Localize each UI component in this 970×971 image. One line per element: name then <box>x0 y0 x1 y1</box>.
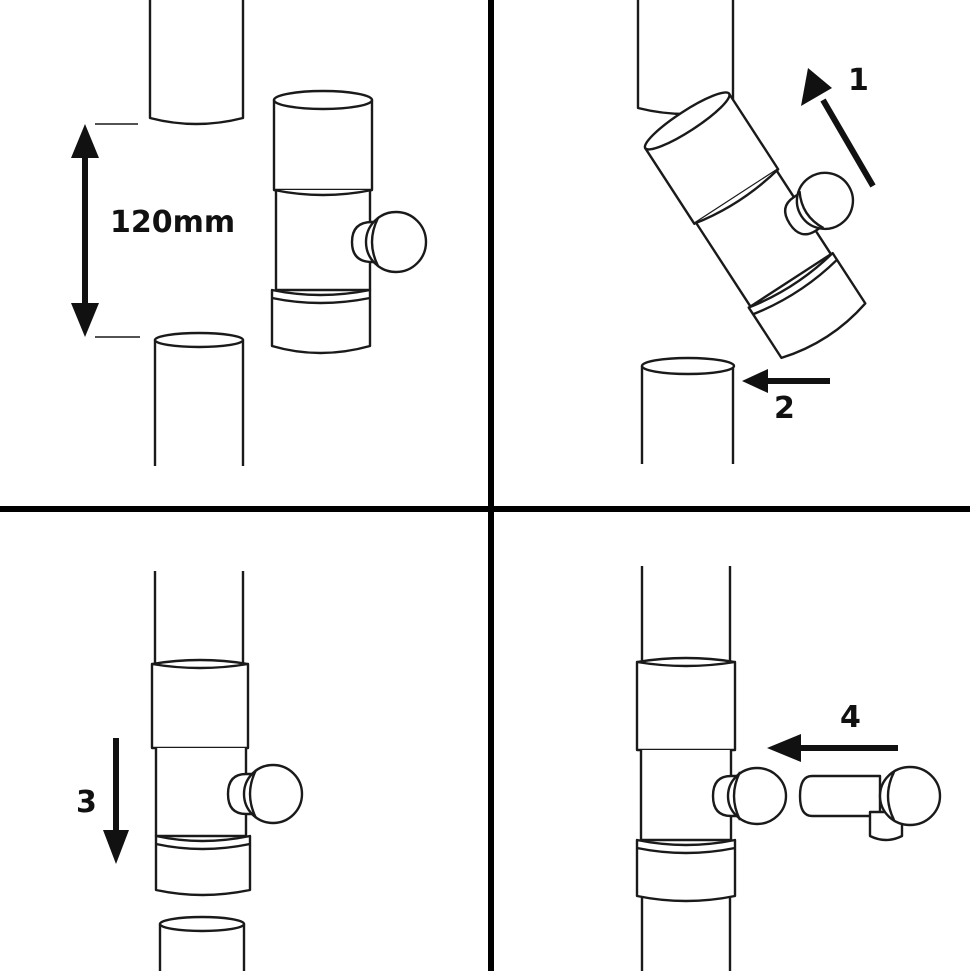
upper-pipe <box>148 0 245 126</box>
tap-connector-cap <box>878 765 942 827</box>
collector3-bottom-sleeve <box>154 834 252 897</box>
collector3-top-rim <box>151 658 249 666</box>
outlet-cap-edge <box>370 217 380 267</box>
tilted-bottom-ring <box>752 258 838 316</box>
collector-seam-top <box>273 188 373 197</box>
collector4-bottom-ring <box>636 846 736 855</box>
measure-label: 120mm <box>110 205 235 240</box>
panel-fit-angle: 1 2 <box>636 0 876 464</box>
outlet-cap <box>364 210 428 274</box>
measure-arrow-head-up <box>71 124 99 158</box>
arrow-3-label: 3 <box>76 785 97 820</box>
tap-connector-body <box>798 774 882 818</box>
arrow-4-head <box>767 734 801 762</box>
tilted-bottom-sleeve <box>747 251 867 360</box>
rain-collector-tilted <box>643 91 867 360</box>
collector4-outlet-cap <box>726 766 788 826</box>
arrow-4-label: 4 <box>840 700 861 735</box>
arrow-1-shaft <box>820 98 876 188</box>
arrow-3-head <box>103 830 129 864</box>
arrow-1-label: 1 <box>848 63 869 98</box>
collector-bottom-sleeve <box>270 288 372 355</box>
tap-connector-edge <box>886 771 896 821</box>
panel-measure: 120mm <box>71 0 428 466</box>
collector-top-sleeve <box>272 98 374 192</box>
panel-push-down: 3 <box>76 571 304 971</box>
collector-top-rim <box>272 89 374 111</box>
measure-arrow-head-down <box>71 303 99 337</box>
lower-pipe-top <box>153 331 245 349</box>
collector-bottom-ring <box>271 296 371 305</box>
arrow-2-head <box>742 369 768 393</box>
tilted-top-rim <box>643 91 731 151</box>
lower-pipe-top-2 <box>640 356 736 376</box>
panel-attach-tap: 4 <box>635 566 942 971</box>
arrow-2-label: 2 <box>774 391 795 426</box>
tilted-seam <box>693 168 779 225</box>
tap-connector <box>798 765 942 842</box>
collector3-bottom-ring <box>155 842 251 851</box>
arrow-1-head <box>801 68 832 106</box>
collector3-outlet-edge <box>248 769 258 819</box>
lower-pipe-2 <box>640 359 735 464</box>
tilted-outlet-edge <box>798 191 825 230</box>
collector4-top-sleeve <box>635 660 737 752</box>
rain-collector <box>270 89 428 355</box>
lower-pipe <box>153 333 245 466</box>
collector4-bottom-sleeve <box>635 838 737 903</box>
collector3-top-sleeve <box>150 662 250 750</box>
collector4-outlet-edge <box>732 771 742 821</box>
pipe3-lower-top <box>158 915 246 933</box>
collector3-outlet-cap <box>242 763 304 825</box>
tilted-outlet-cap <box>795 171 855 231</box>
collector4-top-rim <box>636 656 736 664</box>
